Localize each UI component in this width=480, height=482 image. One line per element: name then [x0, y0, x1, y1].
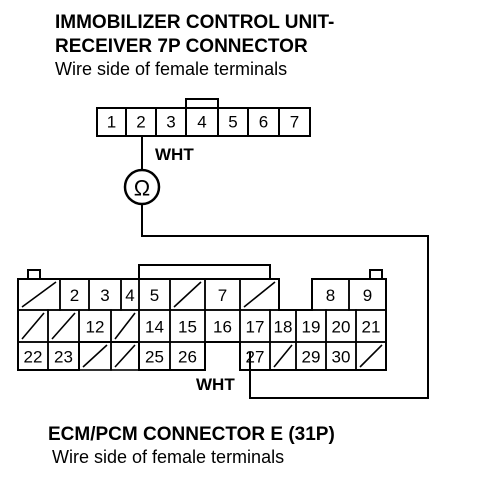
top-pin-label: 4	[197, 113, 206, 132]
bottom-pin-label: 8	[326, 286, 335, 305]
top-pin-label: 6	[259, 113, 268, 132]
bottom-pin-label: 9	[363, 286, 372, 305]
bottom-pin-label: 7	[218, 286, 227, 305]
top-pin-label: 5	[228, 113, 237, 132]
bottom-wire-color-label: WHT	[196, 375, 235, 394]
bottom-pin-label: 22	[24, 348, 43, 367]
top-pin-label: 1	[107, 113, 116, 132]
bottom-pin-label: 2	[70, 286, 79, 305]
bottom-pin-label: 12	[86, 318, 105, 337]
blank-terminal-slash	[21, 281, 57, 308]
bottom-pin-label: 3	[100, 286, 109, 305]
bottom-pin-label: 30	[332, 348, 351, 367]
bottom-connector-lock-bar	[138, 264, 271, 279]
bottom-connector-left-tab	[27, 269, 41, 279]
bottom-pin-label: 21	[362, 318, 381, 337]
top-pin-label: 3	[166, 113, 175, 132]
bottom-pin-label: 5	[150, 286, 159, 305]
bottom-pin-label: 29	[302, 348, 321, 367]
ohmmeter-icon: Ω	[123, 168, 161, 206]
top-pin-label: 7	[290, 113, 299, 132]
top-wire-color-label: WHT	[155, 145, 194, 164]
blank-terminal-slash	[359, 344, 383, 368]
bottom-connector-title: ECM/PCM CONNECTOR E (31P)	[48, 424, 335, 445]
bottom-pin-label: 19	[302, 318, 321, 337]
blank-terminal-slash	[273, 344, 293, 368]
blank-terminal-slash	[243, 281, 276, 308]
blank-terminal-slash	[173, 281, 202, 308]
bottom-pin-label: 14	[145, 318, 164, 337]
bottom-pin-label: 23	[54, 348, 73, 367]
top-pin-label: 2	[136, 113, 145, 132]
bottom-pin-label: 15	[178, 318, 197, 337]
bottom-pin-label: 16	[213, 318, 232, 337]
top-connector-subtitle: Wire side of female terminals	[55, 59, 287, 79]
bottom-pin-label: 27	[246, 348, 265, 367]
top-connector-title-line1: IMMOBILIZER CONTROL UNIT-	[55, 12, 334, 33]
bottom-pin-label: 20	[332, 318, 351, 337]
bottom-pin-label: 25	[145, 348, 164, 367]
ohm-symbol: Ω	[134, 176, 150, 201]
blank-terminal-slash	[114, 344, 136, 368]
blank-terminal-slash	[51, 312, 76, 340]
blank-terminal-slash	[82, 344, 108, 368]
probe-wire-loop	[141, 204, 429, 399]
blank-terminal-slash	[21, 312, 45, 340]
bottom-pin-label: 18	[274, 318, 293, 337]
bottom-pin-label: 4	[125, 286, 134, 305]
bottom-cell	[355, 341, 387, 371]
bottom-connector-right-tab	[369, 269, 383, 279]
bottom-cell	[169, 341, 206, 371]
top-connector-title-line2: RECEIVER 7P CONNECTOR	[55, 36, 308, 57]
bottom-connector-subtitle: Wire side of female terminals	[52, 447, 284, 467]
bottom-pin-label: 26	[178, 348, 197, 367]
top-connector-outline	[96, 107, 311, 137]
top-connector-lock-tab	[185, 98, 219, 108]
bottom-pin-label: 17	[246, 318, 265, 337]
top-connector: 1 2 3 4 5 6 7	[96, 98, 311, 137]
blank-terminal-slash	[114, 312, 136, 340]
